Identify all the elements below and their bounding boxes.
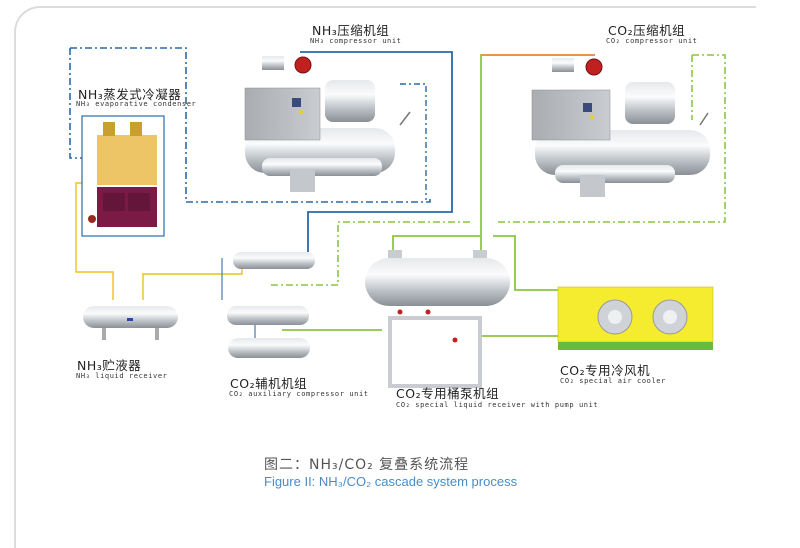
co2-pump-label-en: CO₂ special liquid receiver with pump un… (396, 401, 599, 409)
nh3-liquid-receiver (83, 306, 178, 340)
nh3-compressor-unit (244, 56, 411, 192)
co2-compressor-label-en: CO₂ compressor unit (606, 37, 698, 45)
nh3-liquid-line (300, 51, 453, 252)
co2-compressor-unit (531, 58, 710, 197)
co2-air-cooler (557, 286, 714, 350)
process-diagram (69, 47, 726, 388)
co2-vapor-loop (268, 54, 726, 286)
nh3-internal-dash (400, 83, 427, 200)
co2-liquid-receiver-pump (365, 250, 510, 388)
nh3-compressor-label: NH₃压缩机组 (312, 23, 390, 38)
figure-frame (14, 6, 756, 548)
co2-cooler-label: CO₂专用冷风机 (560, 363, 651, 378)
nh3-compressor-label-en: NH₃ compressor unit (310, 37, 402, 45)
figure-caption-zh: 图二：NH₃/CO₂ 复叠系统流程 (264, 457, 470, 473)
co2-aux-label: CO₂辅机机组 (230, 376, 308, 391)
nh3-condenser-label-en: NH₃ evaporative condenser (76, 100, 197, 108)
co2-compressor-label: CO₂压缩机组 (608, 23, 686, 38)
nh3-evaporative-condenser (81, 115, 165, 237)
co2-aux-label-en: CO₂ auxiliary compressor unit (229, 390, 369, 398)
nh3-condenser-label: NH₃蒸发式冷凝器 (78, 87, 182, 102)
nh3-receiver-label: NH₃贮液器 (77, 358, 142, 373)
co2-pump-label: CO₂专用桶泵机组 (396, 386, 500, 401)
co2-auxiliary-units (221, 252, 315, 358)
nh3-receiver-label-en: NH₃ liquid receiver (76, 372, 168, 380)
co2-cooler-label-en: CO₂ special air cooler (560, 377, 666, 385)
figure-caption-en: Figure II: NH₃/CO₂ cascade system proces… (264, 474, 518, 489)
